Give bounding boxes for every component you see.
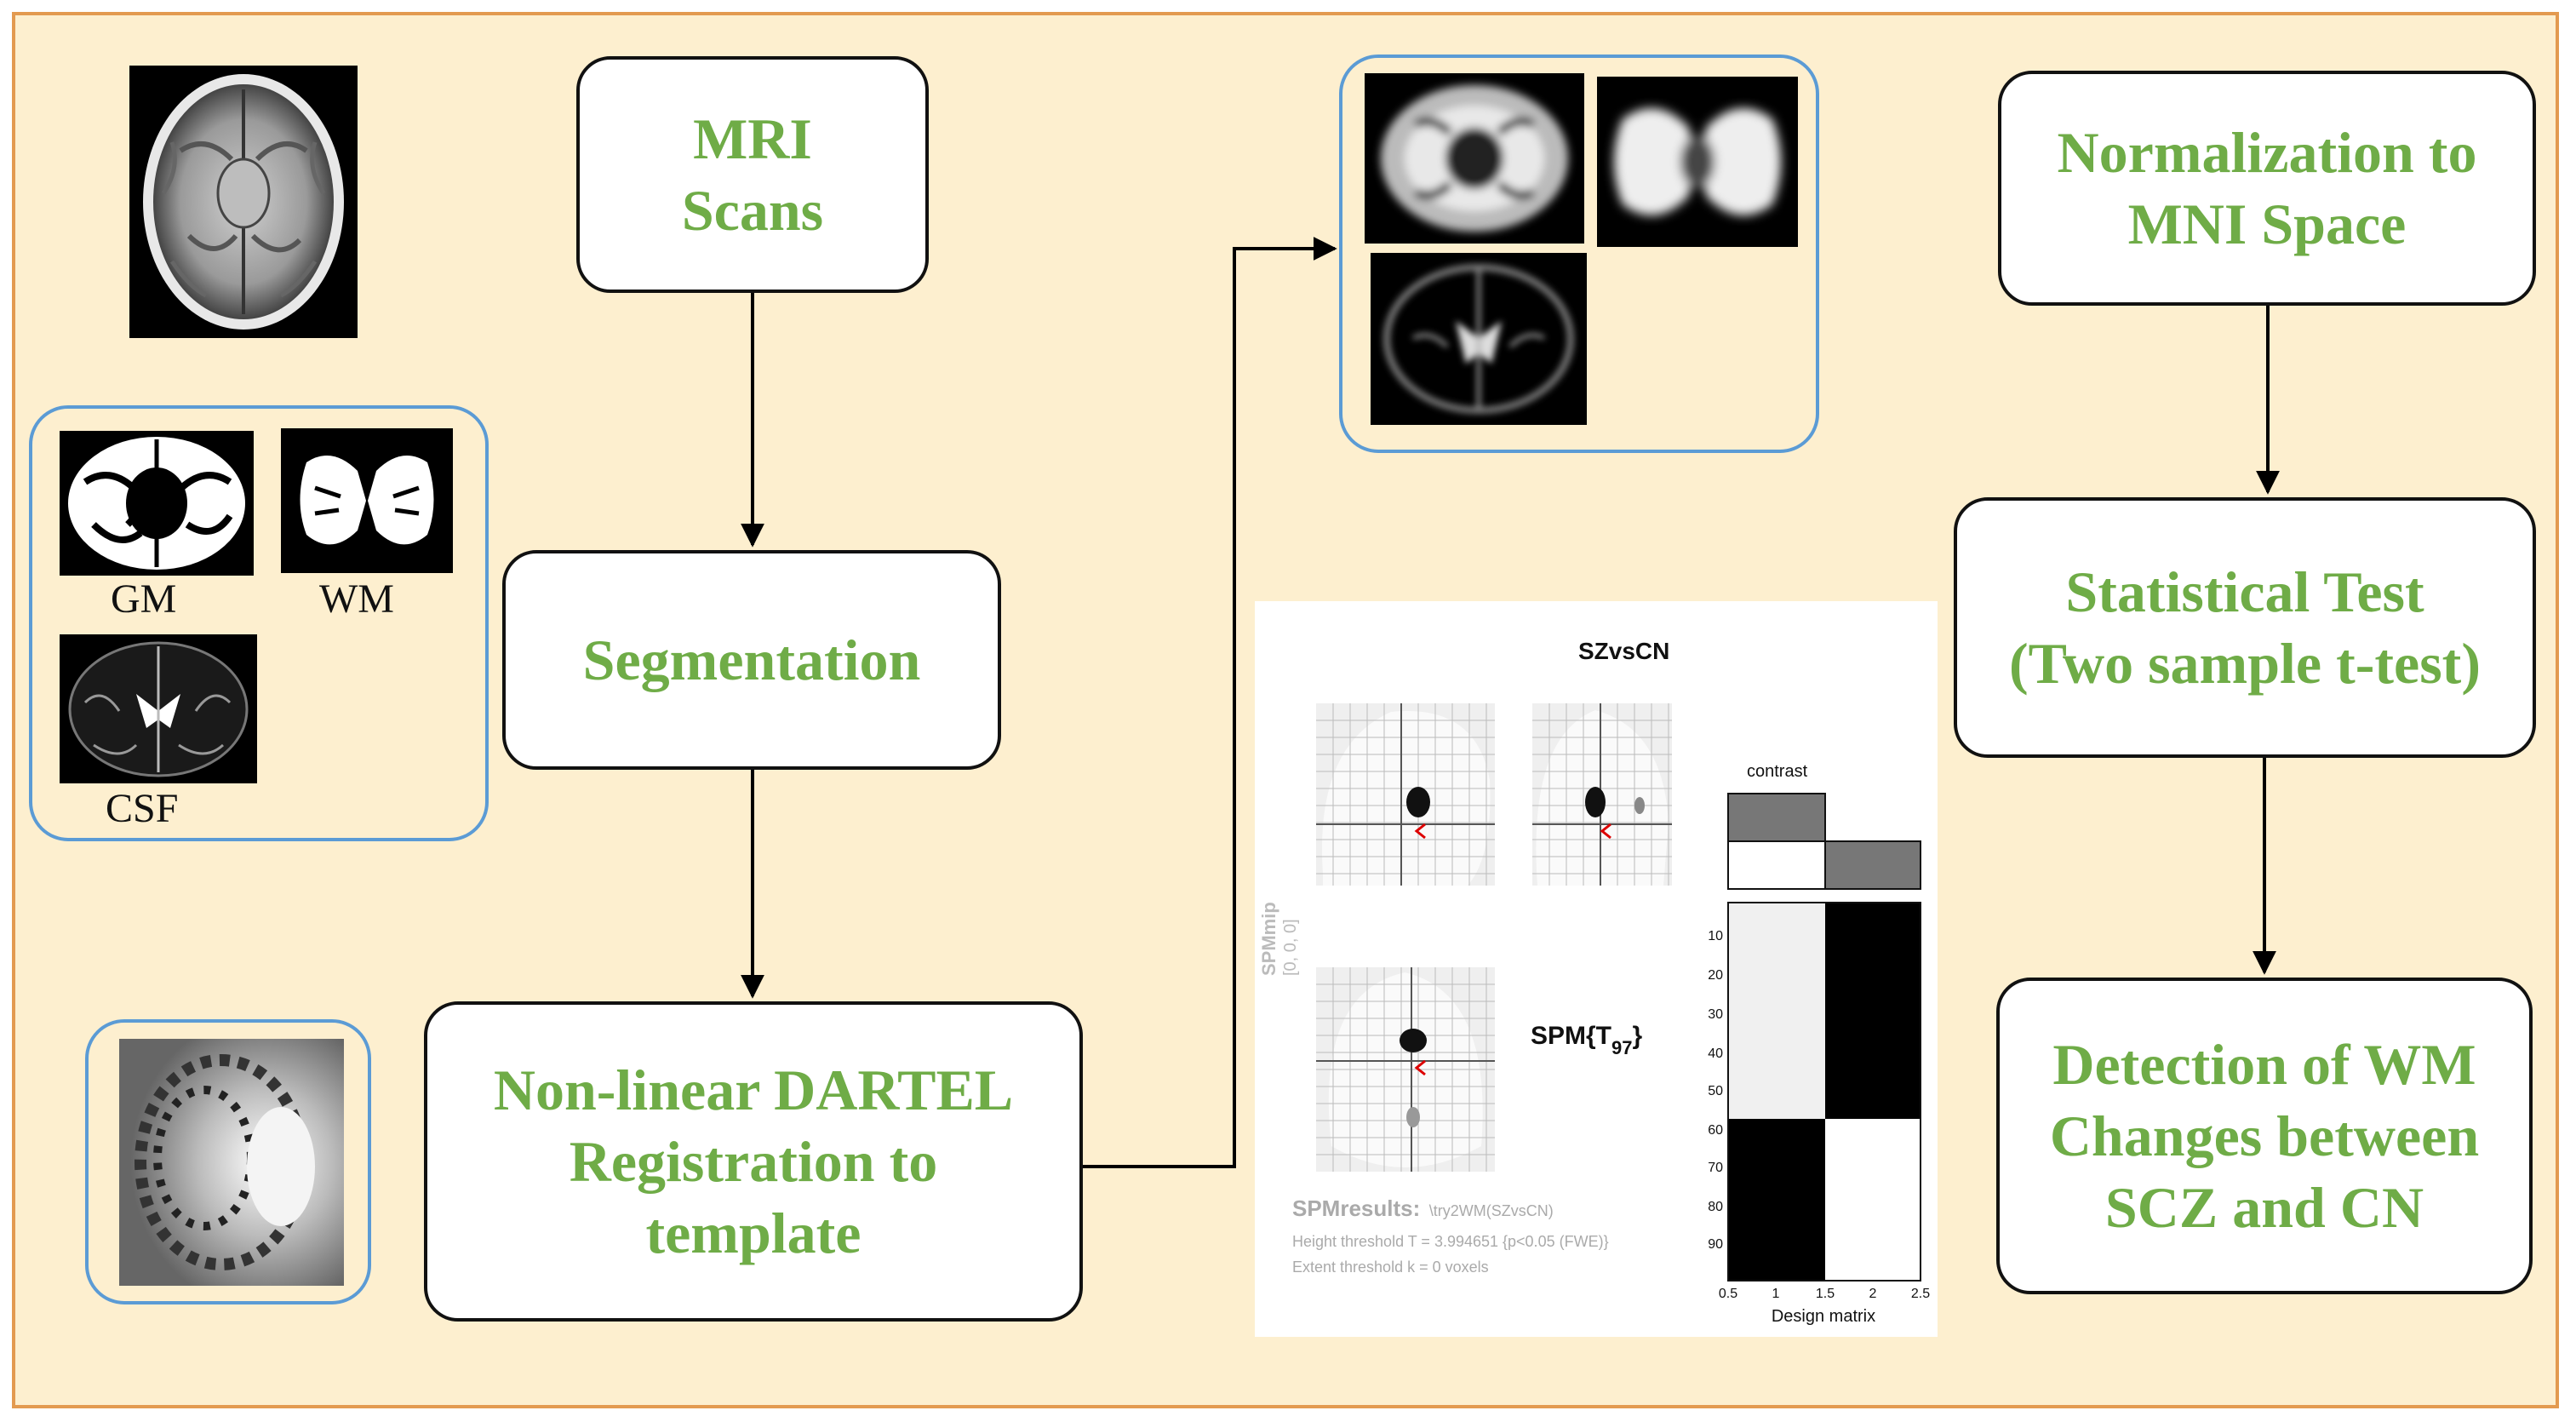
spm-results-graphic: SZvsCN — [1258, 638, 1930, 1326]
dartel-box: Non-linear DARTEL Registration to templa… — [424, 1001, 1083, 1322]
design-y-tick: 40 — [1708, 1046, 1723, 1061]
design-x-tick: 2.5 — [1911, 1287, 1930, 1301]
design-y-tick: 10 — [1708, 929, 1723, 943]
normalized-wm-image — [1597, 77, 1798, 247]
design-x-ticks: 0.5 1 1.5 2 2.5 — [1719, 1287, 1930, 1301]
contrast-label: contrast — [1747, 762, 1808, 781]
design-matrix-label: Design matrix — [1772, 1307, 1875, 1326]
tissue-segment-group — [29, 405, 489, 841]
spm-stat-suffix: } — [1633, 1022, 1643, 1050]
spm-stat-prefix: SPM{T — [1531, 1022, 1611, 1050]
mri-scans-box: MRI Scans — [576, 56, 929, 293]
csf-image — [60, 634, 257, 783]
extent-threshold: Extent threshold k = 0 voxels — [1292, 1259, 1489, 1276]
normalized-images-group — [1339, 54, 1819, 453]
design-y-tick: 60 — [1708, 1123, 1723, 1138]
design-matrix — [1727, 902, 1921, 1282]
csf-label: CSF — [106, 786, 179, 831]
spm-results-label: SPMresults: — [1292, 1196, 1420, 1221]
normalization-label: Normalization to MNI Space — [2057, 120, 2477, 256]
design-y-tick: 50 — [1708, 1084, 1723, 1098]
contrast-bar-1 — [1727, 793, 1826, 842]
spm-results-panel: SZvsCN — [1255, 601, 1938, 1337]
spm-results-line: SPMresults: \try2WM(SZvsCN) — [1292, 1196, 1554, 1221]
design-x-tick: 0.5 — [1719, 1287, 1737, 1301]
deformation-field-image — [119, 1039, 344, 1286]
statistical-test-label: Statistical Test (Two sample t-test) — [2009, 559, 2481, 696]
dartel-label: Non-linear DARTEL Registration to templa… — [493, 1058, 1014, 1265]
design-x-tick: 2 — [1869, 1287, 1877, 1301]
design-x-tick: 1 — [1772, 1287, 1780, 1301]
design-y-tick: 70 — [1708, 1161, 1723, 1175]
normalized-gm-image — [1365, 73, 1584, 244]
spm-title: SZvsCN — [1578, 638, 1669, 664]
spm-mip-label: SPMmip — [1258, 902, 1279, 976]
height-threshold: Height threshold T = 3.994651 {p<0.05 (F… — [1292, 1233, 1609, 1250]
design-y-ticks: 10 20 30 40 50 60 70 80 90 — [1708, 929, 1723, 1252]
detection-label: Detection of WM Changes between SCZ and … — [2049, 1032, 2480, 1240]
deformation-group — [85, 1019, 371, 1304]
spm-stat-sub: 97 — [1611, 1037, 1632, 1058]
wm-image — [281, 428, 453, 573]
mri-axial-image — [129, 66, 358, 338]
spm-mip-coords: [0, 0, 0] — [1281, 919, 1300, 976]
glass-brain-sagittal — [1316, 703, 1495, 886]
gm-label: GM — [111, 576, 177, 622]
normalization-box: Normalization to MNI Space — [1998, 71, 2536, 306]
design-y-tick: 90 — [1708, 1237, 1723, 1252]
spm-results-file: \try2WM(SZvsCN) — [1429, 1202, 1554, 1219]
mri-scans-label: MRI Scans — [681, 106, 824, 243]
design-y-tick: 30 — [1708, 1007, 1723, 1022]
detection-box: Detection of WM Changes between SCZ and … — [1996, 978, 2533, 1294]
spm-stat-label: SPM{T97} — [1531, 1022, 1643, 1058]
glass-brain-coronal — [1532, 703, 1672, 886]
design-y-tick: 20 — [1708, 968, 1723, 983]
gm-image — [60, 431, 254, 576]
design-x-tick: 1.5 — [1816, 1287, 1835, 1301]
statistical-test-box: Statistical Test (Two sample t-test) — [1954, 497, 2536, 758]
glass-brain-axial — [1316, 967, 1495, 1172]
segmentation-label: Segmentation — [582, 628, 921, 692]
design-y-tick: 80 — [1708, 1200, 1723, 1214]
contrast-bar-2 — [1824, 840, 1921, 890]
wm-label: WM — [319, 576, 394, 622]
segmentation-box: Segmentation — [502, 550, 1001, 770]
normalized-csf-image — [1371, 253, 1587, 425]
